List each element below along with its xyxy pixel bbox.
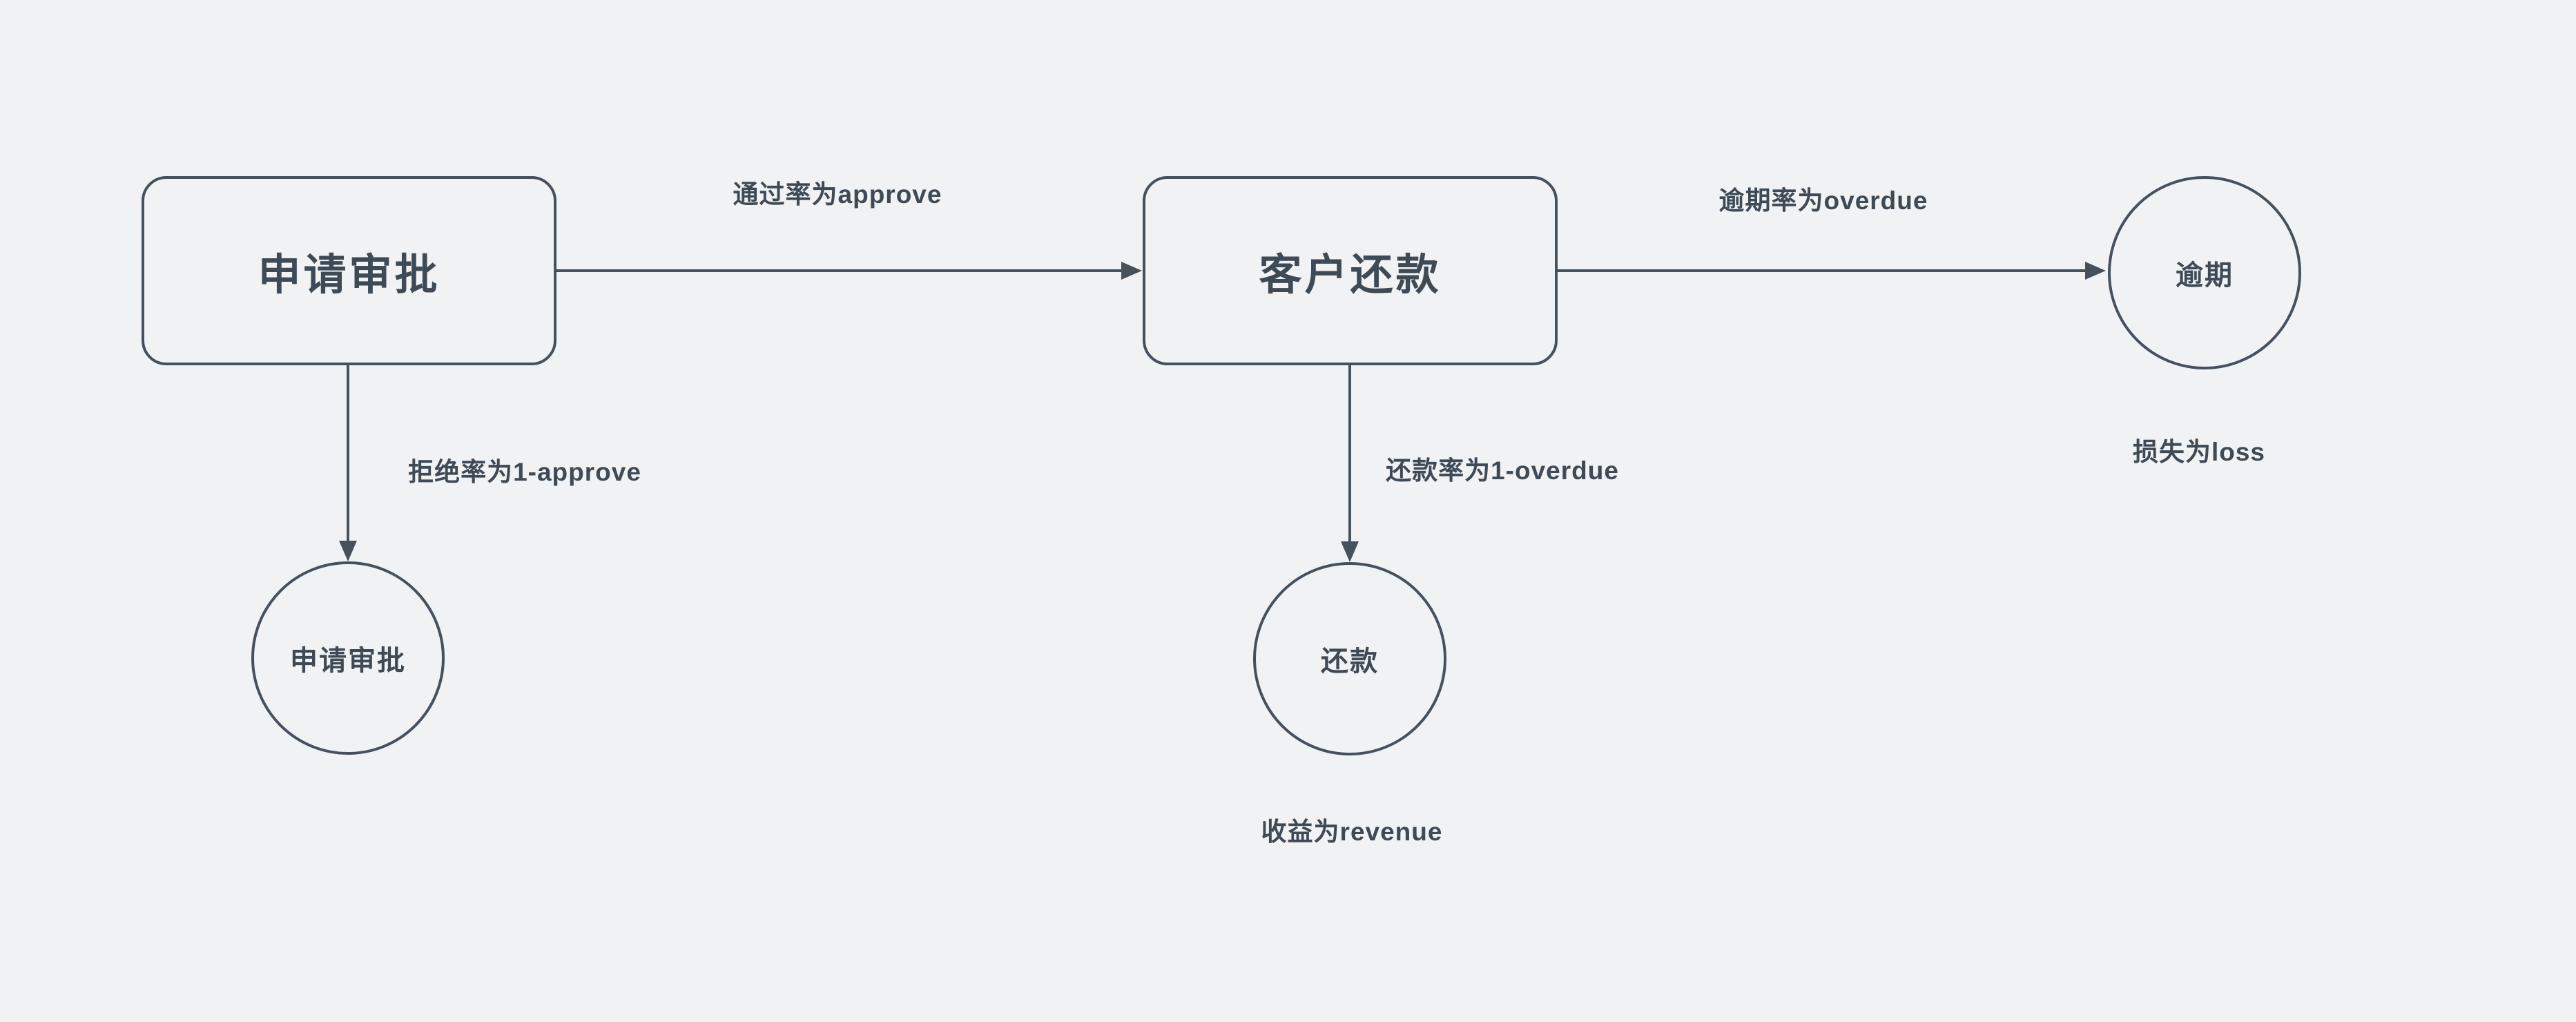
note-loss[interactable]: 损失为loss <box>2132 438 2266 466</box>
node-customer-repayment-box[interactable]: 客户还款 <box>1143 176 1558 365</box>
edge-label-repay[interactable]: 还款率为1-overdue <box>1386 456 1619 485</box>
edge-label-overdue[interactable]: 逾期率为overdue <box>1718 186 1928 215</box>
node-customer-repayment-box-label: 客户还款 <box>1259 251 1442 299</box>
node-repayment-circle[interactable]: 还款 <box>1253 562 1446 755</box>
edge-label-approve[interactable]: 通过率为approve <box>733 180 942 209</box>
node-apply-approval-circle-label: 申请审批 <box>290 646 406 676</box>
node-overdue-circle[interactable]: 逾期 <box>2108 176 2301 369</box>
node-repayment-circle-label: 还款 <box>1321 646 1379 677</box>
note-revenue[interactable]: 收益为revenue <box>1261 818 1443 846</box>
node-apply-approval-circle[interactable]: 申请审批 <box>251 561 445 755</box>
node-overdue-circle-label: 逾期 <box>2176 260 2234 291</box>
edge-label-reject[interactable]: 拒绝率为1-approve <box>408 458 641 486</box>
node-apply-approval-box[interactable]: 申请审批 <box>142 176 556 365</box>
node-apply-approval-box-label: 申请审批 <box>258 251 440 299</box>
